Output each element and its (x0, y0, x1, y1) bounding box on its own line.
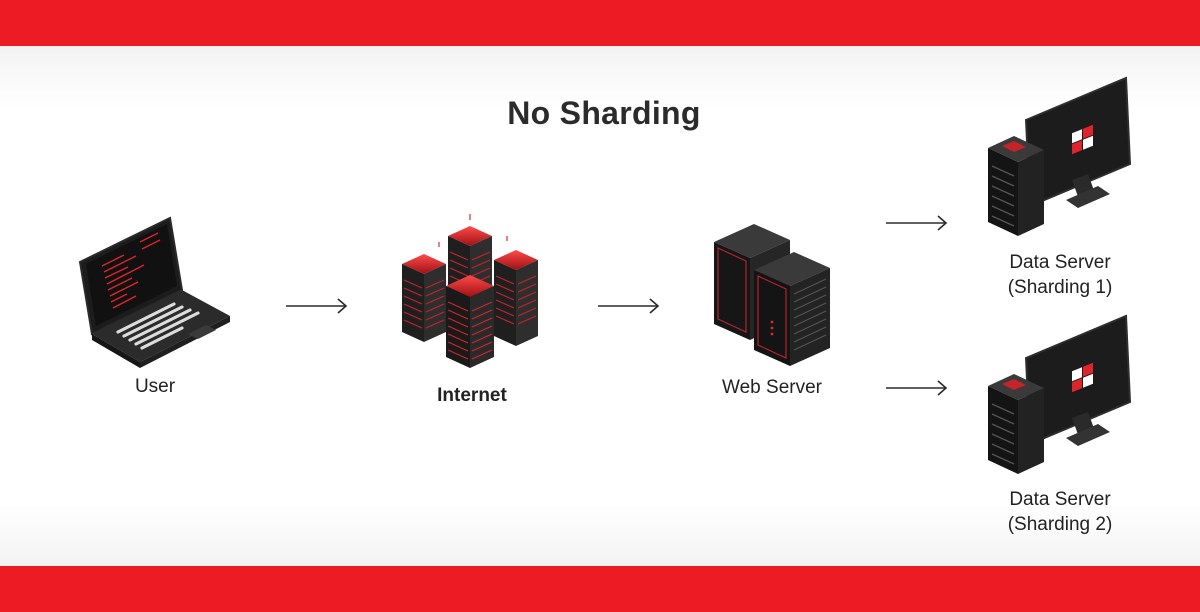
data-server-2-label-line2: (Sharding 2) (1007, 514, 1113, 535)
data-server-1-label-line1: Data Server (1009, 252, 1111, 273)
cloud-servers-icon (402, 214, 538, 368)
database-server-icon (988, 314, 1132, 474)
arrow-internet-to-webserver (598, 298, 660, 314)
user-label: User (134, 376, 176, 397)
arrow-user-to-internet (286, 298, 348, 314)
laptop-icon (78, 216, 230, 368)
database-server-icon (988, 76, 1132, 236)
top-red-band (0, 0, 1200, 46)
diagram-title: No Sharding (507, 95, 701, 131)
data-server-1-label-line2: (Sharding 1) (1007, 277, 1113, 298)
server-rack-icon (714, 224, 830, 366)
web-server-label: Web Server (722, 377, 822, 398)
bottom-red-band (0, 566, 1200, 612)
arrow-webserver-to-data-server-1 (886, 215, 948, 231)
arrow-webserver-to-data-server-2 (886, 380, 948, 396)
internet-label: Internet (437, 385, 507, 406)
data-server-2-label-line1: Data Server (1009, 489, 1111, 510)
